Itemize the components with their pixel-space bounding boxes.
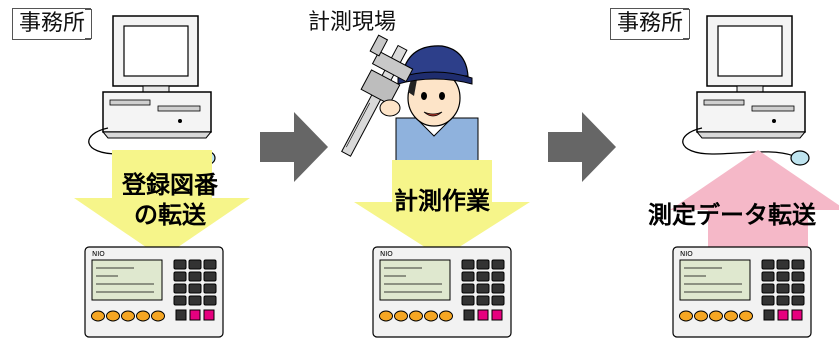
arrow-text-line2: の転送: [134, 201, 206, 229]
handheld-terminal-icon: NIO: [372, 246, 512, 338]
step1-label: 事務所: [12, 8, 93, 40]
step-arrow-right-1: [260, 112, 328, 182]
step2-label: 計測現場: [302, 8, 403, 38]
computer-icon: [682, 15, 810, 166]
arrow-text-measure: 計測作業: [394, 187, 490, 215]
worker-with-caliper-icon: [341, 34, 479, 177]
svg-text:NIO: NIO: [380, 250, 393, 258]
arrow-text-line1: 登録図番: [122, 171, 218, 199]
upload-up-arrow: [670, 150, 839, 260]
measure-down-arrow: [354, 160, 530, 258]
step-arrow-right-2: [548, 112, 616, 182]
svg-text:NIO: NIO: [92, 250, 105, 258]
arrow-text-transfer: 測定データ転送: [648, 201, 816, 229]
computer-icon: [88, 15, 216, 166]
step3-label: 事務所: [610, 8, 691, 40]
handheld-terminal-icon: NIO: [672, 246, 812, 338]
handheld-terminal-icon: NIO: [84, 246, 224, 338]
svg-text:NIO: NIO: [680, 250, 693, 258]
transfer-down-arrow: [74, 150, 250, 258]
